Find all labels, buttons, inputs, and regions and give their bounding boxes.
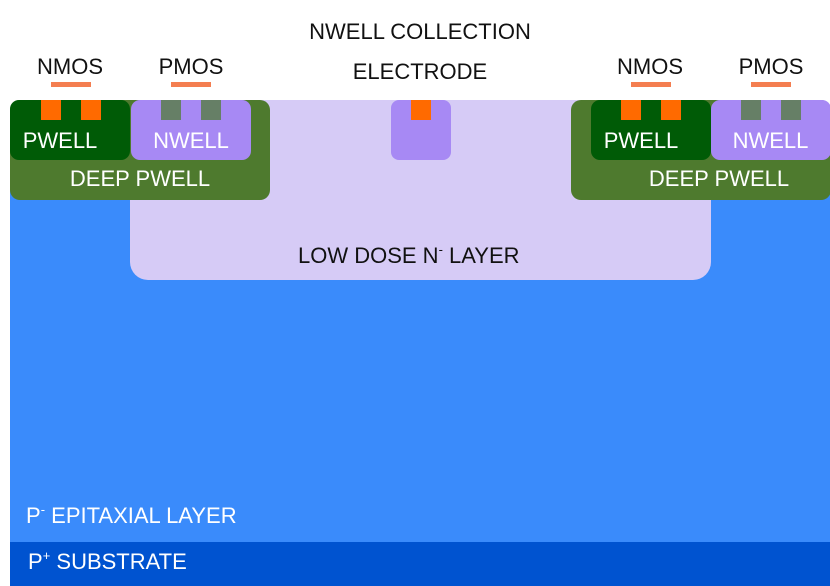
nwell-left-label: NWELL xyxy=(153,128,229,153)
pwell-right xyxy=(591,100,711,160)
nwell-left xyxy=(131,100,251,160)
pmos-right-label: PMOS xyxy=(738,54,804,79)
epitaxial-layer-label: P- EPITAXIAL LAYER xyxy=(26,502,237,528)
collection-electrode-label-line1: NWELL COLLECTION xyxy=(309,19,531,44)
pmos-contact-left-1 xyxy=(161,100,181,120)
nmos-right-marker xyxy=(631,82,671,87)
pmos-contact-left-2 xyxy=(201,100,221,120)
pmos-contact-right-1 xyxy=(741,100,761,120)
pmos-right-marker xyxy=(751,82,791,87)
nmos-left-label: NMOS xyxy=(37,54,103,79)
nmos-contact-left-1 xyxy=(41,100,61,120)
nmos-right-label: NMOS xyxy=(617,54,683,79)
collection-electrode-contact xyxy=(411,100,431,120)
deep-pwell-left-label: DEEP PWELL xyxy=(69,166,211,191)
pwell-left-label: PWELL xyxy=(22,128,98,153)
nmos-contact-right-2 xyxy=(661,100,681,120)
low-dose-n-layer-label: LOW DOSE N- LAYER xyxy=(298,242,520,268)
collection-electrode-label-line2: ELECTRODE xyxy=(352,59,488,84)
nmos-left-marker xyxy=(51,82,91,87)
pmos-left-marker xyxy=(171,82,211,87)
pmos-left-label: PMOS xyxy=(158,54,224,79)
pmos-contact-right-2 xyxy=(781,100,801,120)
deep-pwell-right-label: DEEP PWELL xyxy=(648,166,790,191)
substrate-label: P+ SUBSTRATE xyxy=(28,548,187,574)
substrate-layer xyxy=(10,542,830,586)
pwell-left xyxy=(10,100,130,160)
nmos-contact-right-1 xyxy=(621,100,641,120)
nmos-contact-left-2 xyxy=(81,100,101,120)
nwell-right-label: NWELL xyxy=(732,128,809,153)
pwell-right-label: PWELL xyxy=(603,128,679,153)
nwell-right xyxy=(711,100,830,160)
